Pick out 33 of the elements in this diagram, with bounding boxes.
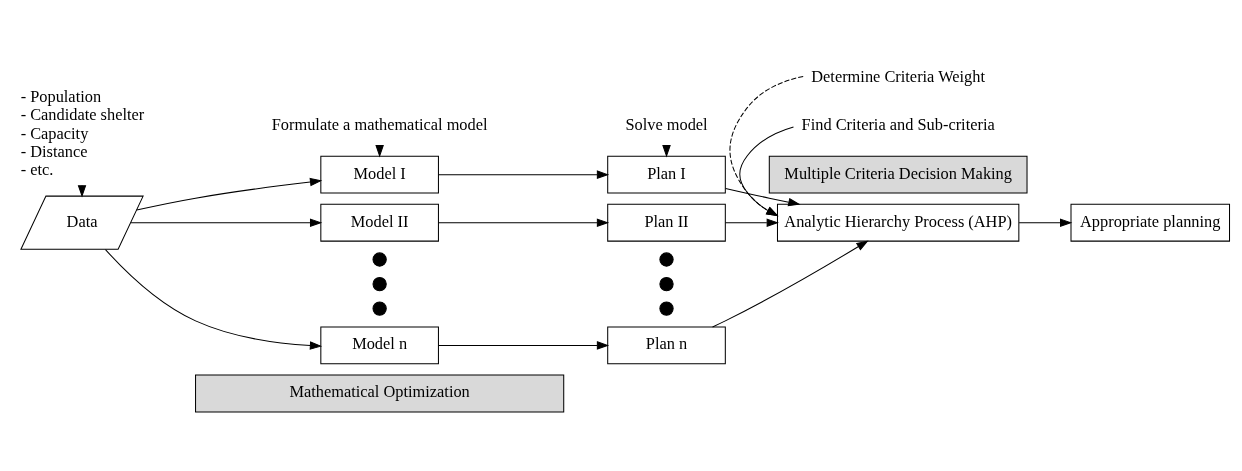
node-circle bbox=[372, 276, 387, 291]
node-box: Plan I bbox=[607, 155, 726, 194]
node-text: Solve model bbox=[625, 114, 708, 134]
node-circle bbox=[659, 276, 674, 291]
node-circle bbox=[372, 300, 387, 316]
arrow bbox=[725, 187, 801, 206]
node-box: Plan II bbox=[607, 203, 726, 242]
node-text: Determine Criteria Weight bbox=[811, 66, 986, 86]
arrow bbox=[130, 217, 323, 227]
arrow bbox=[438, 340, 610, 350]
arrow bbox=[712, 239, 869, 327]
node-text: Formulate a mathematical model bbox=[271, 114, 488, 134]
node-box: Mathematical Optimization bbox=[195, 374, 565, 412]
arrow bbox=[136, 177, 323, 210]
node-box: Model I bbox=[320, 155, 439, 194]
node-box: Analytic Hierarchy Process (AHP) bbox=[776, 203, 1020, 242]
node-circle bbox=[372, 251, 387, 267]
arrow bbox=[729, 75, 804, 216]
node-box: Multiple Criteria Decision Making bbox=[768, 155, 1028, 194]
arrow bbox=[1018, 217, 1073, 227]
node-circle bbox=[659, 300, 674, 316]
node-circle bbox=[659, 251, 674, 267]
node-box: Plan n bbox=[607, 326, 726, 364]
arrow bbox=[438, 169, 610, 179]
arrow bbox=[438, 217, 610, 227]
node-box: Appropriate planning bbox=[1070, 203, 1231, 242]
arrow bbox=[724, 217, 779, 227]
arrow bbox=[104, 248, 323, 350]
node-text: - Population - Candidate shelter - Capacity - Distance - etc. bbox=[20, 86, 145, 179]
node-box: Model n bbox=[320, 326, 439, 364]
node-text: Find Criteria and Sub-criteria bbox=[801, 114, 995, 134]
arrow bbox=[739, 125, 794, 216]
node-box: Model II bbox=[320, 203, 439, 242]
